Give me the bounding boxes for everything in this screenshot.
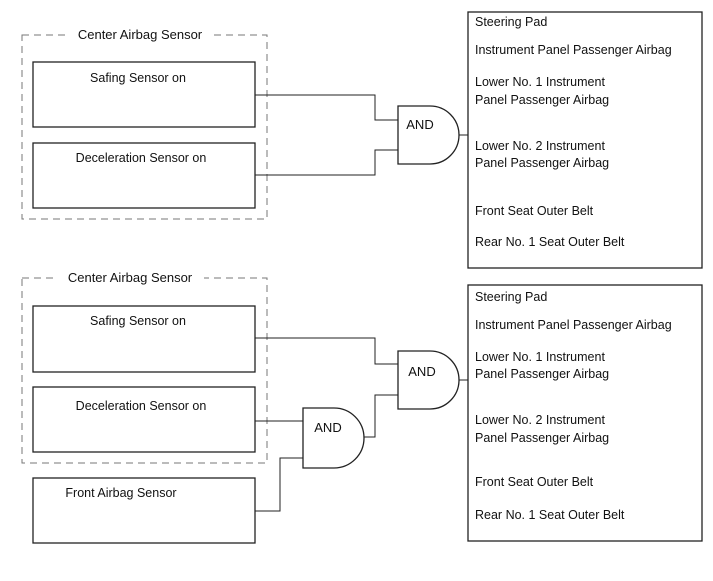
top-safing-sensor-label: Safing Sensor on	[90, 71, 186, 85]
top-deceleration-sensor-label: Deceleration Sensor on	[76, 151, 207, 165]
bottom-wire-sub-gate-output	[364, 394, 398, 438]
bottom-output-lower2-line2: Panel Passenger Airbag	[475, 431, 609, 445]
bottom-output-lower1-line2: Panel Passenger Airbag	[475, 367, 609, 381]
top-and-gate-label: AND	[406, 117, 433, 132]
top-output-lower2-line1: Lower No. 2 Instrument	[475, 139, 605, 153]
top-outputs-box	[467, 11, 703, 269]
top-output-lower1-line2: Panel Passenger Airbag	[475, 93, 609, 107]
bottom-safing-sensor-label: Safing Sensor on	[90, 314, 186, 328]
top-wire-safing	[255, 94, 398, 121]
bottom-main-and-gate-label: AND	[408, 364, 435, 379]
bottom-deceleration-sensor-box	[32, 386, 256, 453]
bottom-diagram: Center Airbag Sensor Safing Sensor on De…	[21, 269, 703, 544]
top-output-lower1-line1: Lower No. 1 Instrument	[475, 75, 605, 89]
bottom-group-label: Center Airbag Sensor	[68, 270, 193, 285]
top-diagram: Center Airbag Sensor Safing Sensor on De…	[21, 11, 703, 269]
bottom-sub-and-gate-label: AND	[314, 420, 341, 435]
bottom-front-airbag-sensor-box	[32, 477, 256, 544]
bottom-output-rear-seat-belt: Rear No. 1 Seat Outer Belt	[475, 508, 625, 522]
top-wire-deceleration	[255, 149, 398, 176]
top-output-rear-seat-belt: Rear No. 1 Seat Outer Belt	[475, 235, 625, 249]
bottom-sub-and-gate	[302, 407, 365, 469]
top-output-front-seat-belt: Front Seat Outer Belt	[475, 204, 594, 218]
bottom-wire-front-airbag	[255, 457, 303, 512]
bottom-safing-sensor-box	[32, 305, 256, 373]
top-and-gate	[397, 105, 460, 165]
top-output-steering-pad: Steering Pad	[475, 15, 547, 29]
top-output-lower2-line2: Panel Passenger Airbag	[475, 156, 609, 170]
bottom-wire-safing	[255, 337, 398, 365]
bottom-output-lower1-line1: Lower No. 1 Instrument	[475, 350, 605, 364]
top-output-ip-passenger-airbag: Instrument Panel Passenger Airbag	[475, 43, 672, 57]
bottom-output-ip-passenger-airbag: Instrument Panel Passenger Airbag	[475, 318, 672, 332]
bottom-output-lower2-line1: Lower No. 2 Instrument	[475, 413, 605, 427]
top-group-label: Center Airbag Sensor	[78, 27, 203, 42]
bottom-main-and-gate	[397, 350, 460, 410]
bottom-outputs-box	[467, 284, 703, 542]
bottom-deceleration-sensor-label: Deceleration Sensor on	[76, 399, 207, 413]
bottom-front-airbag-sensor-label: Front Airbag Sensor	[65, 486, 176, 500]
top-safing-sensor-box	[32, 61, 256, 128]
bottom-output-steering-pad: Steering Pad	[475, 290, 547, 304]
bottom-output-front-seat-belt: Front Seat Outer Belt	[475, 475, 594, 489]
